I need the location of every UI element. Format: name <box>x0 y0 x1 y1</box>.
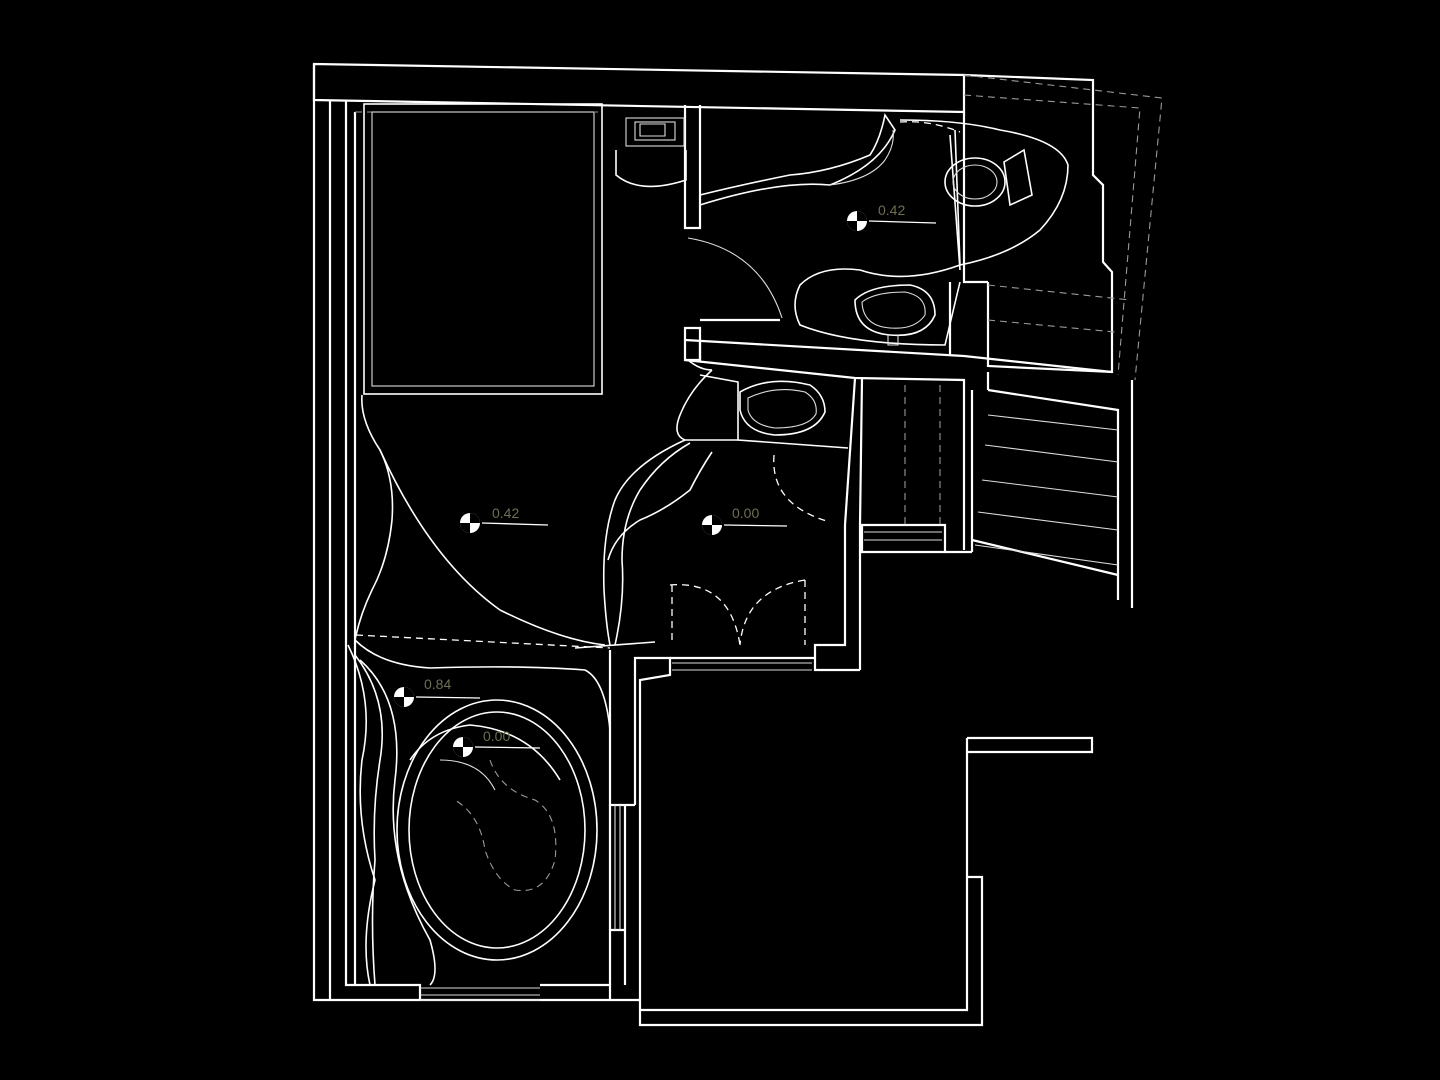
level-label-bathroom-top: 0.42 <box>878 202 905 218</box>
terrace-outline <box>638 736 1094 1027</box>
main-room-curves <box>354 394 713 649</box>
level-marker-tub-floor: 0.00 <box>453 728 541 757</box>
windows <box>420 531 942 1001</box>
staircase <box>971 380 1134 608</box>
level-marker-main-room: 0.42 <box>460 505 549 533</box>
level-label-tub-floor: 0.00 <box>483 728 510 744</box>
top-bathroom <box>699 112 1069 346</box>
level-label-main-room: 0.42 <box>492 505 519 521</box>
middle-washroom <box>676 359 849 449</box>
level-marker-bath-platform: 0.84 <box>394 676 481 707</box>
bath-area <box>347 639 611 986</box>
level-marker-corridor: 0.00 <box>702 505 788 535</box>
level-label-corridor: 0.00 <box>732 505 759 521</box>
level-label-bath-platform: 0.84 <box>424 676 451 692</box>
level-marker-bathroom-top: 0.42 <box>847 202 937 231</box>
dashed-outlines <box>355 74 1163 649</box>
bed <box>363 103 603 395</box>
door-swings <box>669 237 831 646</box>
interior-walls <box>608 105 1113 1000</box>
top-cabinet <box>615 117 687 188</box>
